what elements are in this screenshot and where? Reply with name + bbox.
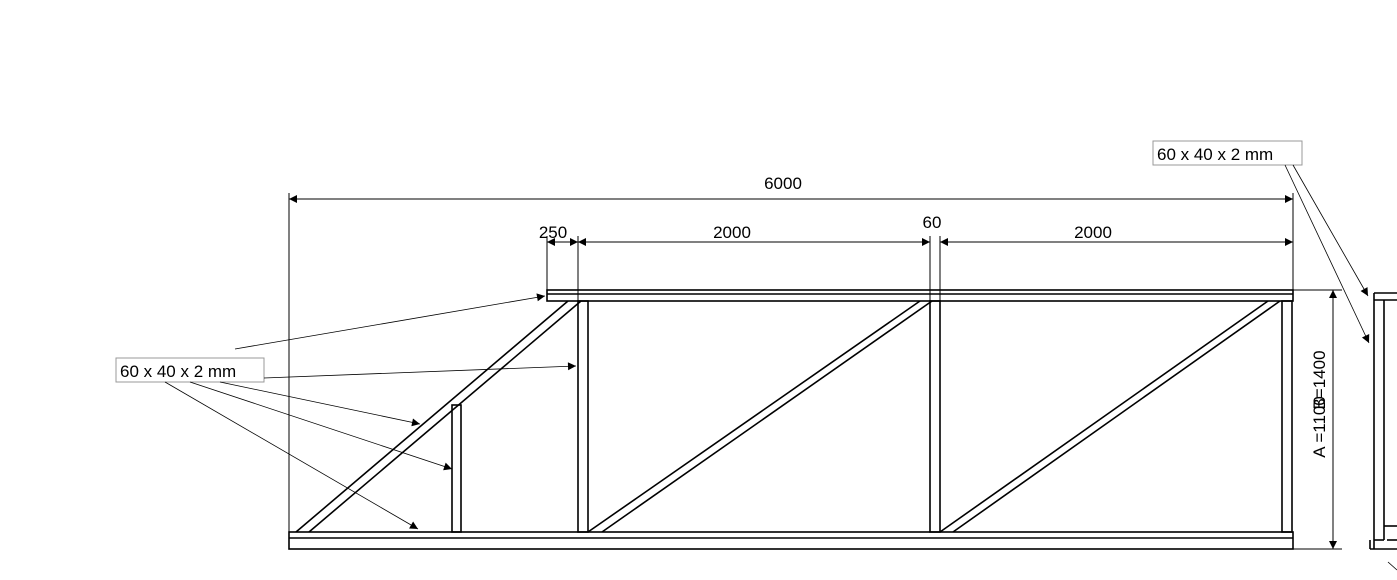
- vertical-post-right: [1281, 300, 1293, 533]
- short-vertical-post: [451, 404, 462, 533]
- profile-label-right-text: 60 x 40 x 2 mm: [1157, 145, 1273, 164]
- top-rail: [546, 289, 1294, 302]
- bottom-beam: [288, 531, 1294, 550]
- dim-height-b: B=1400: [1310, 350, 1329, 409]
- dimension-lines: 6000 250 2000 60 2000 A =1100 B=1400: [288, 174, 1342, 550]
- diagonal-tail-brace: [295, 300, 582, 533]
- dim-offset: 250: [539, 223, 567, 242]
- dim-post-width: 60: [923, 213, 942, 232]
- profile-label-left: 60 x 40 x 2 mm: [115, 293, 577, 530]
- vertical-post-left: [577, 300, 589, 533]
- dim-height-a: A =1100: [1310, 396, 1329, 458]
- side-view-profile: [1369, 292, 1397, 571]
- dim-total-length: 6000: [764, 174, 802, 193]
- profile-label-right: 60 x 40 x 2 mm: [1152, 140, 1370, 344]
- profile-label-left-text: 60 x 40 x 2 mm: [120, 362, 236, 381]
- gate-frame: [288, 289, 1294, 550]
- dim-section-2: 2000: [1074, 223, 1112, 242]
- dim-section-1: 2000: [713, 223, 751, 242]
- diagonal-brace-2: [939, 300, 1281, 533]
- diagonal-brace-1: [587, 300, 933, 533]
- vertical-post-middle: [929, 300, 941, 533]
